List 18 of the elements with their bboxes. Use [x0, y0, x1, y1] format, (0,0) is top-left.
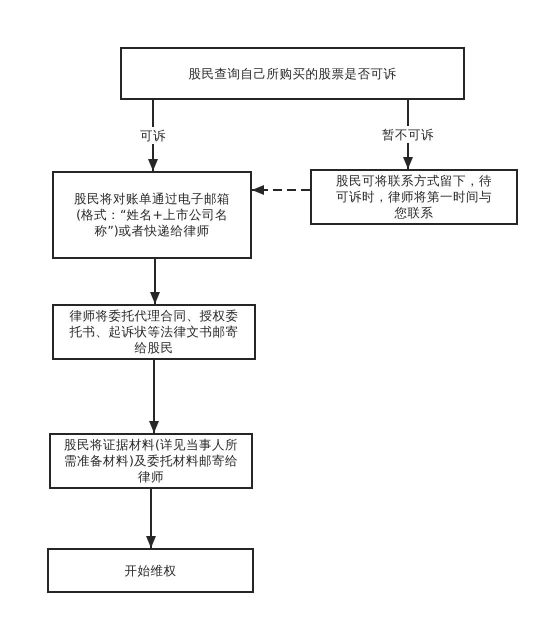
step-text: 股民将证据材料(详见当事人所需准备材料)及委托材料邮寄给律师	[63, 437, 239, 485]
edge-label: 暂不可诉	[380, 126, 436, 143]
arrow	[146, 489, 156, 548]
arrow	[252, 185, 310, 195]
process-box	[52, 171, 252, 259]
process-box	[52, 304, 256, 360]
step-text: 股民可将联系方式留下，待可诉时，律师将第一时间与您联系	[335, 173, 493, 221]
process-box	[49, 433, 253, 489]
step-text: 开始维权	[124, 562, 176, 578]
step-text: 股民将对账单通过电子邮箱(格式：“姓名+上市公司名称”)或者快递给律师	[74, 191, 230, 239]
edge-label: 可诉	[138, 127, 168, 144]
arrow	[150, 259, 160, 304]
process-box	[310, 169, 518, 225]
process-box	[120, 47, 465, 100]
step-text: 股民查询自己所购买的股票是否可诉	[188, 66, 396, 82]
process-box	[47, 548, 254, 593]
arrow	[149, 360, 159, 433]
step-text: 律师将委托代理合同、授权委托书、起诉状等法律文书邮寄给股民	[68, 308, 240, 356]
